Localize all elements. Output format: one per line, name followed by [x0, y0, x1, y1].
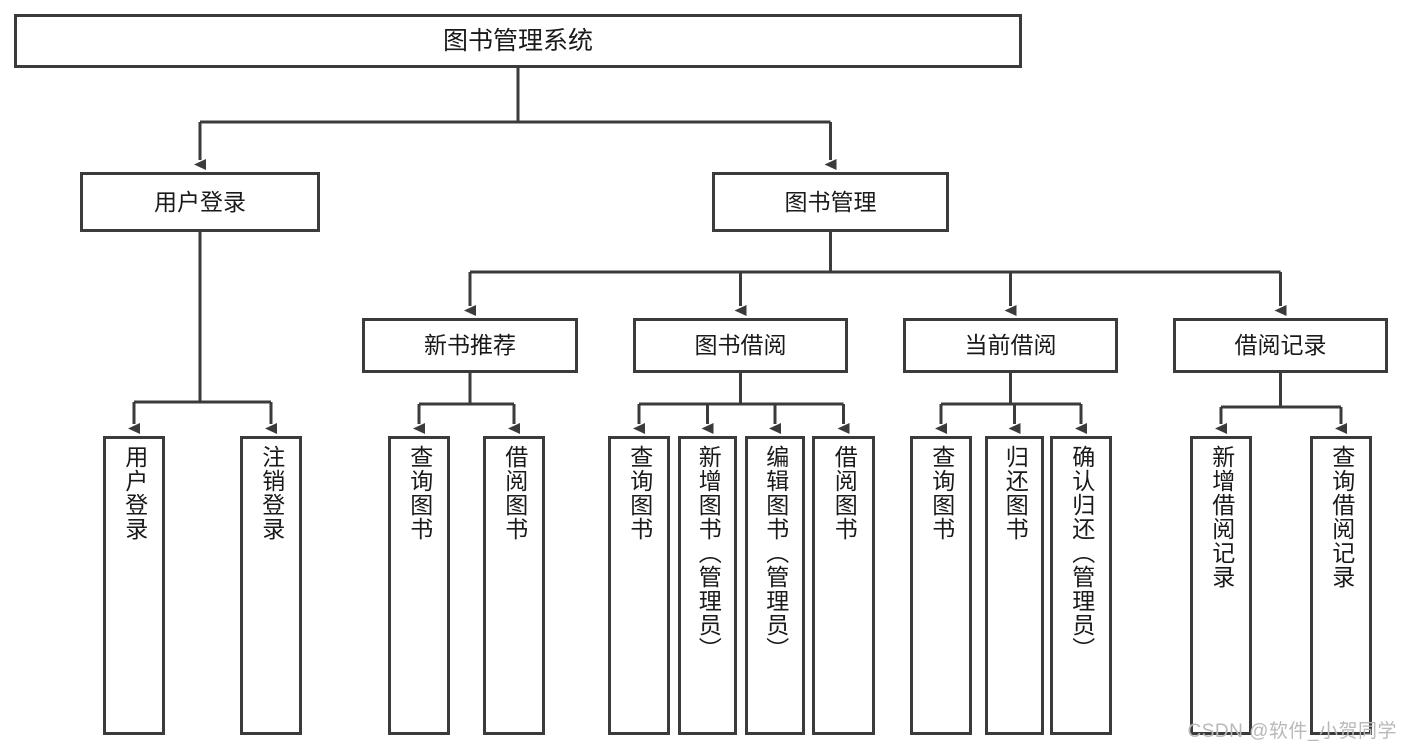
node-leaf-add-borrow-record[interactable]: 新增借阅记录	[1190, 436, 1252, 735]
node-current-borrow[interactable]: 当前借阅	[903, 318, 1118, 373]
node-leaf-borrow-book-1-label: 借阅图书	[501, 445, 528, 541]
node-book-borrow-label: 图书借阅	[694, 332, 787, 359]
node-user-login[interactable]: 用户登录	[80, 172, 320, 232]
node-root-label: 图书管理系统	[442, 26, 593, 55]
watermark: CSDN @软件_小贺同学	[1187, 721, 1397, 742]
node-current-borrow-label: 当前借阅	[964, 332, 1057, 359]
node-user-login-label: 用户登录	[154, 188, 246, 215]
node-leaf-query-borrow-record-label: 查询借阅记录	[1328, 445, 1355, 589]
node-borrow-record-label: 借阅记录	[1234, 332, 1327, 359]
node-leaf-confirm-return-label: 确认归还（管理员）	[1068, 445, 1095, 661]
node-leaf-user-login[interactable]: 用户登录	[103, 436, 165, 735]
node-leaf-borrow-book-2[interactable]: 借阅图书	[812, 436, 875, 735]
node-leaf-return-book[interactable]: 归还图书	[985, 436, 1044, 735]
node-borrow-record[interactable]: 借阅记录	[1173, 318, 1388, 373]
node-leaf-query-book-3-label: 查询图书	[928, 445, 955, 541]
node-leaf-query-book-3[interactable]: 查询图书	[910, 436, 972, 735]
node-leaf-edit-book[interactable]: 编辑图书（管理员）	[745, 436, 805, 735]
node-leaf-add-borrow-record-label: 新增借阅记录	[1208, 445, 1235, 589]
node-leaf-add-book[interactable]: 新增图书（管理员）	[678, 436, 737, 735]
node-leaf-borrow-book-2-label: 借阅图书	[831, 445, 858, 541]
node-leaf-query-borrow-record[interactable]: 查询借阅记录	[1310, 436, 1372, 735]
node-new-book-recommend-label: 新书推荐	[424, 332, 516, 359]
node-leaf-add-book-label: 新增图书（管理员）	[695, 445, 722, 661]
node-leaf-query-book-2[interactable]: 查询图书	[608, 436, 670, 735]
node-leaf-query-book-1[interactable]: 查询图书	[388, 436, 450, 735]
node-leaf-query-book-2-label: 查询图书	[626, 445, 653, 541]
node-leaf-edit-book-label: 编辑图书（管理员）	[762, 445, 789, 661]
node-leaf-return-book-label: 归还图书	[1002, 445, 1029, 541]
node-leaf-query-book-1-label: 查询图书	[406, 445, 433, 541]
node-leaf-borrow-book-1[interactable]: 借阅图书	[483, 436, 545, 735]
node-leaf-user-login-label: 用户登录	[121, 445, 148, 541]
node-leaf-user-logout[interactable]: 注销登录	[240, 436, 302, 735]
node-leaf-user-logout-label: 注销登录	[258, 445, 285, 541]
node-root[interactable]: 图书管理系统	[14, 14, 1022, 68]
node-new-book-recommend[interactable]: 新书推荐	[362, 318, 578, 373]
node-book-borrow[interactable]: 图书借阅	[633, 318, 848, 373]
node-book-manage[interactable]: 图书管理	[712, 172, 949, 232]
node-book-manage-label: 图书管理	[784, 188, 877, 215]
node-leaf-confirm-return[interactable]: 确认归还（管理员）	[1050, 436, 1112, 735]
